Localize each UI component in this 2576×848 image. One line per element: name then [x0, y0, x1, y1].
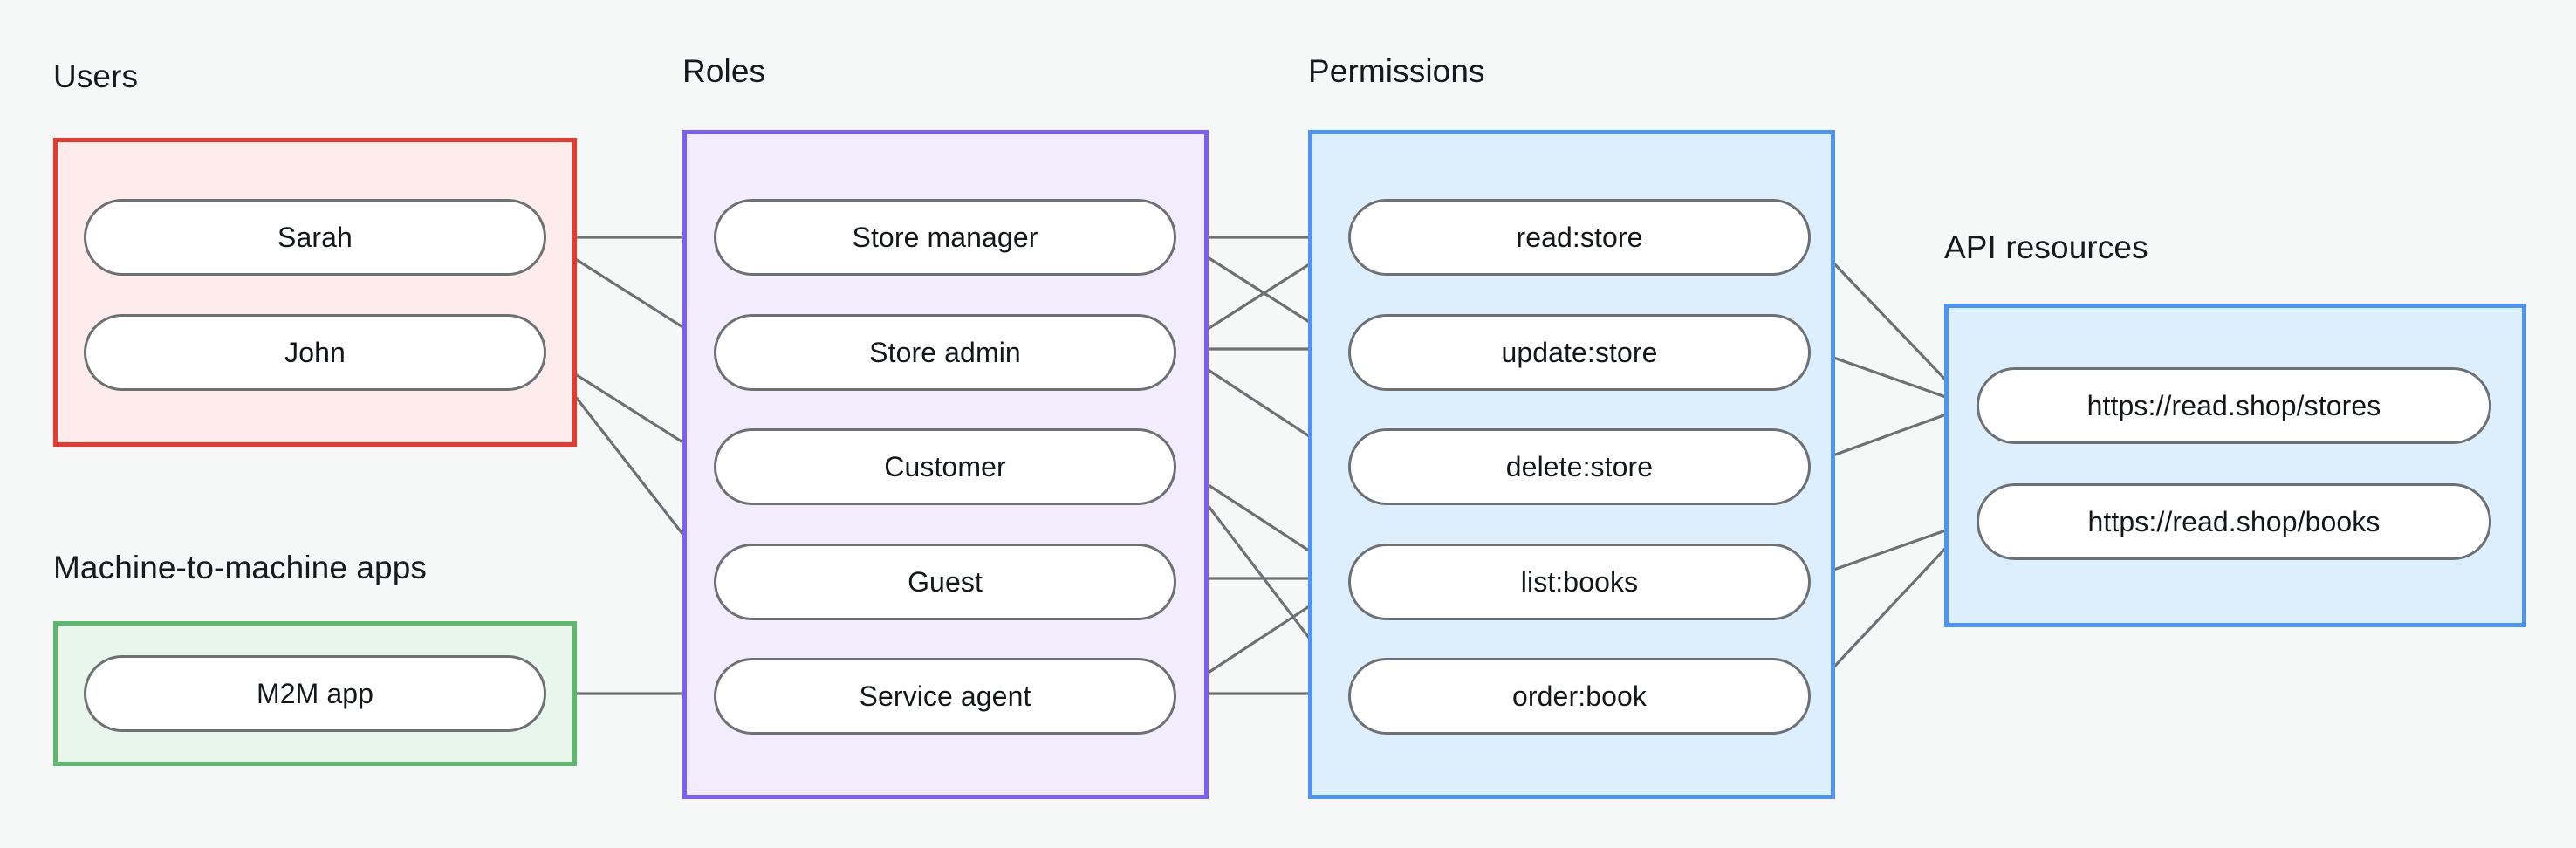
node-store-manager[interactable]: Store manager [714, 199, 1176, 276]
node-read-shop-stores[interactable]: https://read.shop/stores [1977, 367, 2491, 444]
node-read-shop-books[interactable]: https://read.shop/books [1977, 483, 2491, 560]
m2m-group-title: Machine-to-machine apps [53, 550, 428, 585]
api-resources-group [1944, 304, 2526, 627]
node-list-books[interactable]: list:books [1348, 544, 1811, 620]
node-sarah[interactable]: Sarah [84, 199, 546, 276]
node-john[interactable]: John [84, 314, 546, 391]
permissions-group-title: Permissions [1308, 53, 1485, 89]
node-customer[interactable]: Customer [714, 428, 1176, 505]
node-order-book[interactable]: order:book [1348, 658, 1811, 735]
roles-group-title: Roles [682, 53, 766, 89]
users-group-title: Users [53, 58, 139, 94]
node-store-admin[interactable]: Store admin [714, 314, 1176, 391]
users-group [53, 138, 577, 447]
node-service-agent[interactable]: Service agent [714, 658, 1176, 735]
node-delete-store[interactable]: delete:store [1348, 428, 1811, 505]
node-guest[interactable]: Guest [714, 544, 1176, 620]
node-m2m-app[interactable]: M2M app [84, 655, 546, 732]
node-read-store[interactable]: read:store [1348, 199, 1811, 276]
api-resources-group-title: API resources [1944, 229, 2148, 265]
node-update-store[interactable]: update:store [1348, 314, 1811, 391]
